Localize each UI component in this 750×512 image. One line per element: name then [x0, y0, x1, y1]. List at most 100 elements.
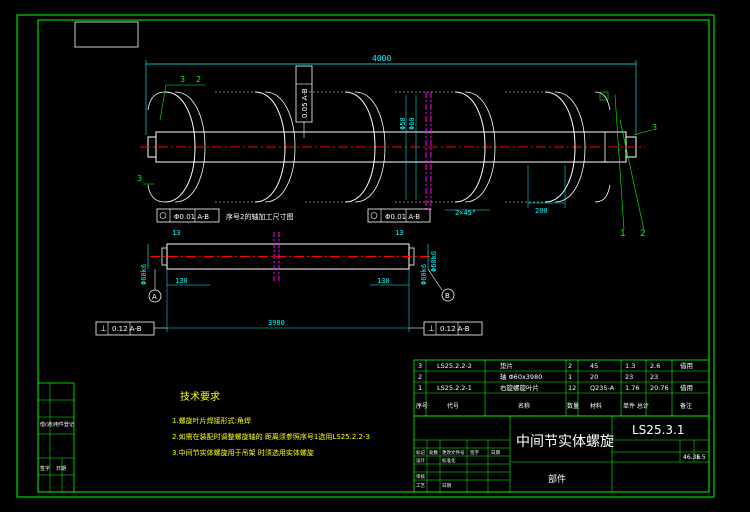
- bom-cell-w2: 2.6: [650, 362, 660, 370]
- bom-header-weight: 单件 总计: [623, 402, 649, 410]
- tolerance-frame-text: 0.05 A-B: [301, 88, 309, 118]
- tb-row-label-2: 更改文件号: [442, 449, 465, 456]
- bom-cell-remark: 借用: [680, 383, 693, 392]
- note-line-1: 1.螺旋叶片焊接形式:角焊: [172, 416, 251, 425]
- leader-2: [619, 119, 645, 231]
- bom-cell-w1: 1.76: [625, 384, 639, 392]
- tb-row-label-4: 日期: [491, 450, 500, 456]
- perp-right-text: 0.12 A-B: [440, 325, 470, 333]
- bom-cell-qty: 12: [568, 384, 576, 392]
- bom-header-name: 名称: [518, 402, 530, 410]
- chamfer-note: 2×45°: [455, 209, 476, 217]
- notes-heading: 技术要求: [180, 390, 220, 403]
- bom-cell-material: 45: [590, 362, 598, 370]
- mid-label: 序号2的轴加工尺寸图: [226, 212, 293, 221]
- bom-header-remark: 备注: [680, 402, 692, 410]
- tol-frame-mid: [367, 208, 431, 223]
- callout-2-top: 2: [196, 75, 201, 84]
- tb-sign-label-3: 工艺: [416, 483, 425, 489]
- tb-row-label-1: 处数: [429, 449, 438, 456]
- bom-cell-no: 1: [418, 384, 422, 392]
- inner-frame: [37, 19, 710, 493]
- strip-label-0: 借(通)用件登记: [40, 421, 74, 428]
- drawing-scale: 1:5: [696, 454, 706, 461]
- bom-cell-w1: 1.3: [625, 362, 635, 370]
- overall-dim-text: 4000: [372, 54, 391, 63]
- bom-table: 3 LS25.2.2-2 垫片 2 45 1.3 2.6 借用 2 轴 Φ60x3980 1 20 23…: [413, 359, 710, 417]
- flight-4: [454, 91, 486, 203]
- perp-left-text: 0.12 A-B: [112, 325, 142, 333]
- tb-row-label-0: 标记: [416, 449, 425, 456]
- bom-cell-code: LS25.2.2-2: [437, 362, 472, 370]
- datum-b: [441, 288, 455, 302]
- drawing-number: LS25.3.1: [632, 423, 684, 437]
- right-len-text: 130: [377, 277, 390, 285]
- bom-cell-name: 垫片: [500, 361, 513, 370]
- bom-cell-w1: 23: [625, 373, 633, 381]
- bom-header-material: 材料: [590, 402, 602, 410]
- dia-right-text: Φ60k6: [420, 264, 428, 285]
- callout-1: 1: [620, 229, 626, 239]
- flight-2: [254, 91, 286, 203]
- note-line-3: 3.中间节实体螺旋用于吊架 时须选用实体螺旋: [172, 448, 314, 457]
- bom-cell-material: Q235-A: [590, 384, 615, 392]
- svg-text:B: B: [445, 292, 450, 300]
- bom-header-qty: 数量: [567, 402, 579, 410]
- label-dim-13-right: 13: [395, 229, 403, 237]
- bom-cell-no: 3: [418, 362, 422, 370]
- strip-label-4: 日期: [56, 466, 66, 472]
- tb-sign-label-1: 标准化: [442, 457, 456, 464]
- flight-3: [344, 91, 376, 203]
- svg-text:⊥: ⊥: [100, 324, 107, 333]
- svg-text:⊥: ⊥: [428, 324, 435, 333]
- bom-cell-name: 右旋螺旋叶片: [500, 383, 539, 392]
- tb-sign-label-0: 设计: [416, 457, 425, 464]
- flight-5: [544, 91, 576, 203]
- right-len-text: 200: [535, 207, 548, 215]
- tb-sign-label-2: 审核: [416, 473, 425, 480]
- outer-frame: [16, 14, 715, 498]
- flight-1: [164, 91, 196, 203]
- bottom-view: Φ0.01 A-B Φ0.01 A-B 序号2的轴加工尺寸图 13 13 Φ60…: [95, 208, 483, 336]
- top-view: 4000 0.05 A-B: [137, 54, 657, 239]
- tol-mid-text: Φ0.01 A-B: [385, 213, 420, 221]
- bom-cell-name: 轴 Φ60x3980: [500, 372, 542, 381]
- bom-cell-remark: 借用: [680, 361, 693, 370]
- tol-left-text: Φ0.01 A-B: [174, 213, 209, 221]
- bom-cell-qty: 2: [568, 362, 572, 370]
- bom-header-no: 序号: [416, 402, 428, 410]
- note-line-2: 2.如需在装配时调整螺旋轴的 距离须参照序号1选用LS25.2.2-3: [172, 432, 370, 441]
- svg-text:A: A: [152, 293, 157, 301]
- tol-frame-left: [156, 208, 220, 223]
- title-block: 标记 处数 更改文件号 签字 日期 设计 标准化 审核 工艺 日期 中间节实体螺…: [413, 415, 710, 493]
- left-len-text: 130: [175, 277, 188, 285]
- center-dim-text: Φ50: [399, 117, 407, 130]
- tb-sign-label-4: 日期: [442, 483, 451, 489]
- bom-cell-no: 2: [418, 373, 422, 381]
- bom-cell-code: LS25.2.2-1: [437, 384, 472, 392]
- bom-cell-w2: 23: [650, 373, 658, 381]
- dia-right-text2: Φ60k6: [430, 251, 438, 272]
- tech-notes: 技术要求 1.螺旋叶片焊接形式:角焊 2.如需在装配时调整螺旋轴的 距离须参照序…: [172, 390, 370, 457]
- leader-1: [614, 94, 625, 231]
- overall-len-text: 3980: [268, 319, 285, 327]
- left-strip: 借(通)用件登记 签字 日期: [37, 382, 75, 493]
- drawing-weight: 46.36: [683, 454, 700, 461]
- callout-3-right: 3: [652, 123, 657, 132]
- bom-header-code: 代号: [447, 402, 459, 410]
- corner-box: [74, 21, 139, 48]
- callout-3-left: 3: [137, 174, 142, 183]
- perp-frame-right: [423, 321, 483, 336]
- drawing-title: 中间节实体螺旋: [516, 434, 614, 450]
- dia-left-text: Φ60k6: [140, 264, 148, 285]
- callout-3-top: 3: [180, 75, 185, 84]
- strip-label-3: 签字: [40, 465, 50, 472]
- end-dim-text: Φ60: [408, 117, 416, 130]
- bom-cell-qty: 1: [568, 373, 572, 381]
- callout-2: 2: [640, 229, 646, 239]
- bom-cell-material: 20: [590, 373, 598, 381]
- drawing-category: 部件: [548, 473, 566, 485]
- perp-frame-left: [95, 321, 155, 336]
- tb-row-label-3: 签字: [470, 449, 479, 456]
